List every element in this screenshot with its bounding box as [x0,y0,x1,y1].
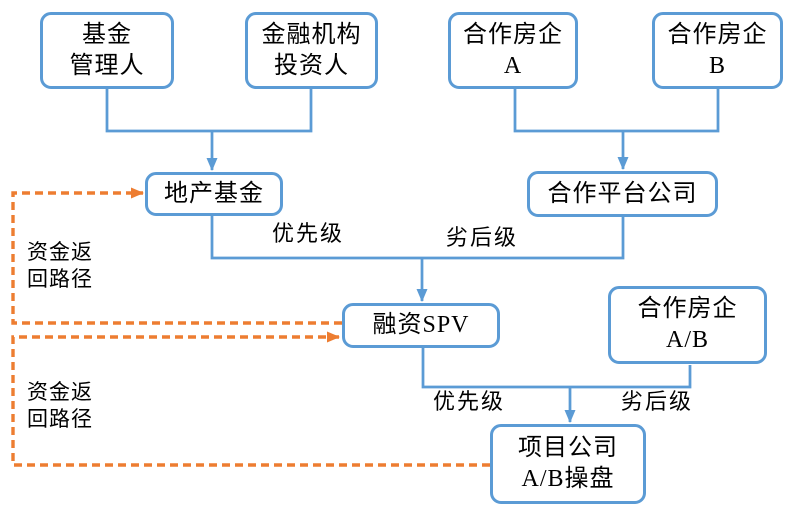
connector-top-right-merge [513,89,720,170]
connector-bottom-merge [421,348,692,423]
node-fund-manager: 基金 管理人 [40,12,174,89]
label-senior-tranche-2: 优先级 [433,389,506,414]
node-partner-developer-ab: 合作房企 A/B [608,286,767,364]
label-junior-tranche-1: 劣后级 [446,225,519,250]
label-junior-tranche-2: 劣后级 [621,389,694,414]
return-path-1-line [11,187,342,325]
node-real-estate-fund: 地产基金 [145,172,283,216]
label-senior-tranche-1: 优先级 [272,221,345,246]
node-partner-platform-company: 合作平台公司 [527,171,718,217]
node-partner-developer-b: 合作房企 B [652,12,783,89]
connector-middle-merge [210,216,625,302]
node-financial-investor: 金融机构 投资人 [245,12,378,89]
label-return-path-2: 资金返 回路径 [27,380,93,431]
node-partner-developer-a: 合作房企 A [448,12,578,89]
return-path-2-line [11,331,490,467]
label-return-path-1: 资金返 回路径 [27,240,93,291]
connector-top-left-merge [105,89,313,171]
node-project-company: 项目公司 A/B操盘 [490,424,646,504]
node-financing-spv: 融资SPV [342,303,500,348]
